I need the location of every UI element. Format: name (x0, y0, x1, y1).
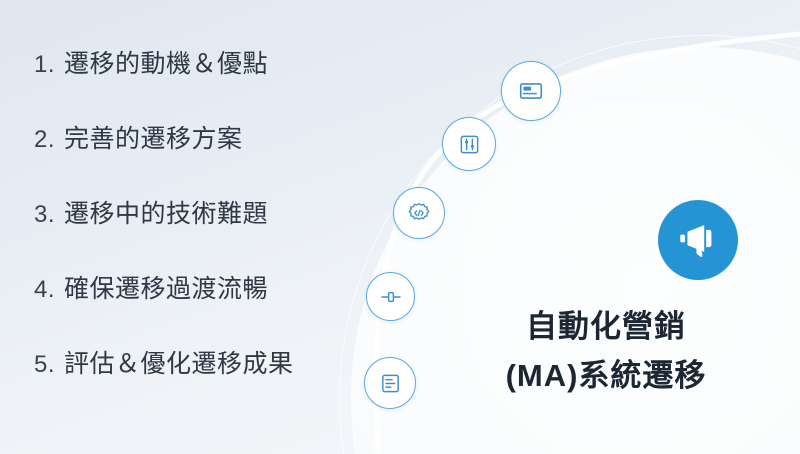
sliders-icon (458, 133, 481, 156)
agenda-list: 1. 遷移的動機＆優點 2. 完善的遷移方案 3. 遷移中的技術難題 4. 確保… (34, 44, 364, 419)
credit-card-icon (518, 78, 544, 104)
agenda-item-5[interactable]: 5. 評估＆優化遷移成果 (34, 344, 364, 419)
agenda-item-label: 遷移的動機＆優點 (64, 50, 269, 78)
agenda-item-number: 5. (34, 351, 56, 378)
hero-title: 自動化營銷 (MA)系統遷移 (430, 302, 782, 400)
step-node-1[interactable] (501, 61, 561, 121)
agenda-item-number: 1. (34, 51, 56, 78)
hero-title-line-2: (MA)系統遷移 (505, 358, 707, 393)
agenda-item-1[interactable]: 1. 遷移的動機＆優點 (34, 44, 364, 119)
hero-badge (658, 200, 738, 280)
agenda-item-label: 評估＆優化遷移成果 (64, 350, 294, 378)
agenda-item-number: 2. (34, 126, 56, 153)
agenda-item-2[interactable]: 2. 完善的遷移方案 (34, 119, 364, 194)
megaphone-icon (675, 215, 721, 266)
step-node-3[interactable] (393, 187, 445, 239)
agenda-item-label: 確保遷移過渡流暢 (64, 275, 269, 303)
gear-code-icon (407, 201, 431, 225)
agenda-item-number: 4. (34, 276, 56, 303)
agenda-item-label: 遷移中的技術難題 (64, 200, 269, 228)
agenda-item-number: 3. (34, 201, 56, 228)
step-node-2[interactable] (442, 117, 496, 171)
agenda-item-label: 完善的遷移方案 (64, 125, 243, 153)
agenda-item-4[interactable]: 4. 確保遷移過渡流暢 (34, 269, 364, 344)
step-node-5[interactable] (364, 357, 416, 409)
toggle-switch-icon (379, 285, 403, 309)
hero-title-line-1: 自動化營銷 (526, 309, 686, 344)
agenda-item-3[interactable]: 3. 遷移中的技術難題 (34, 194, 364, 269)
step-node-4[interactable] (366, 272, 415, 321)
document-report-icon (379, 372, 402, 395)
